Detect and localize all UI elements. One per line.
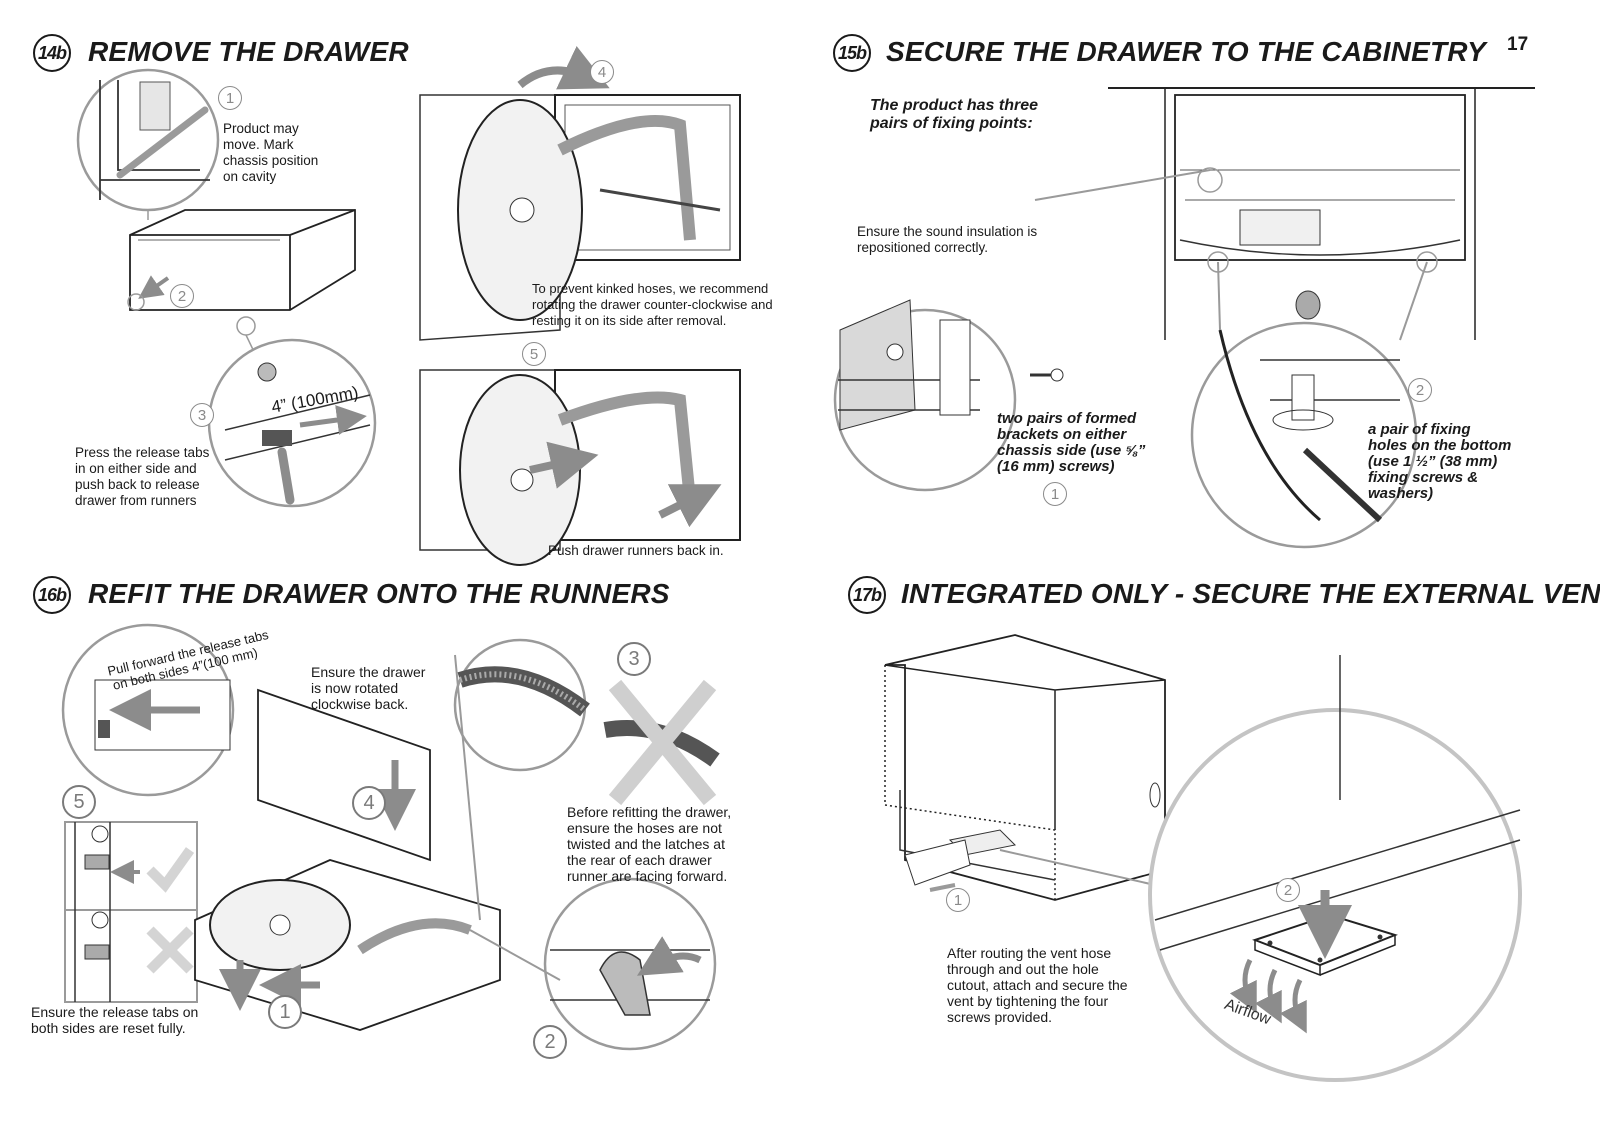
note-vent-hose: After routing the vent hose through and … — [947, 945, 1128, 1025]
note-drawer-rotated: Ensure the drawer is now rotated clockwi… — [311, 664, 426, 712]
secure-drawer-illustration — [833, 87, 1535, 549]
page-number: 17 — [1507, 34, 1529, 55]
section-badge-16b: 16b — [33, 576, 71, 614]
step-4-marker: 4 — [352, 786, 386, 820]
step-5-marker: 5 — [62, 785, 96, 819]
step-1-marker: 1 — [268, 995, 302, 1029]
note-press-release-tabs: Press the release tabs in on either side… — [75, 445, 210, 508]
section-title-remove-drawer: REMOVE THE DRAWER — [88, 36, 409, 67]
note-fixing-holes: a pair of fixing holes on the bottom (us… — [1368, 421, 1512, 502]
step-1-marker: 1 — [218, 86, 242, 110]
section-title-secure-vent: INTEGRATED ONLY - SECURE THE EXTERNAL VE… — [901, 578, 1600, 609]
step-2-marker: 2 — [170, 284, 194, 308]
step-5-marker: 5 — [522, 342, 546, 366]
step-2-marker: 2 — [1276, 878, 1300, 902]
section-title-secure-drawer: SECURE THE DRAWER TO THE CABINETRY — [886, 36, 1487, 67]
refit-drawer-illustration — [61, 623, 720, 1051]
external-vent-illustration — [884, 634, 1522, 1082]
step-1-marker: 1 — [1043, 482, 1067, 506]
step-4-marker: 4 — [590, 60, 614, 84]
section-title-refit-drawer: REFIT THE DRAWER ONTO THE RUNNERS — [88, 578, 670, 609]
note-rotate-drawer: To prevent kinked hoses, we recommend ro… — [532, 281, 773, 328]
remove-drawer-illustration — [76, 46, 741, 566]
note-push-runners: Push drawer runners back in. — [548, 543, 724, 558]
section-badge-15b: 15b — [833, 34, 871, 72]
section-badge-17b: 17b — [848, 576, 886, 614]
step-2-marker: 2 — [533, 1025, 567, 1059]
step-3-marker: 3 — [617, 642, 651, 676]
section-badge-14b: 14b — [33, 34, 71, 72]
intro-fixing-points: The product has three pairs of fixing po… — [870, 97, 1039, 132]
step-2-marker: 2 — [1408, 378, 1432, 402]
note-formed-brackets: two pairs of formed brackets on either c… — [997, 410, 1146, 475]
step-3-marker: 3 — [190, 403, 214, 427]
step-1-marker: 1 — [946, 888, 970, 912]
note-release-tabs-reset: Ensure the release tabs on both sides ar… — [31, 1004, 199, 1036]
note-product-may-move: Product may move. Mark chassis position … — [223, 121, 319, 184]
note-hoses-not-twisted: Before refitting the drawer, ensure the … — [567, 804, 732, 884]
note-sound-insulation: Ensure the sound insulation is repositio… — [857, 224, 1038, 255]
